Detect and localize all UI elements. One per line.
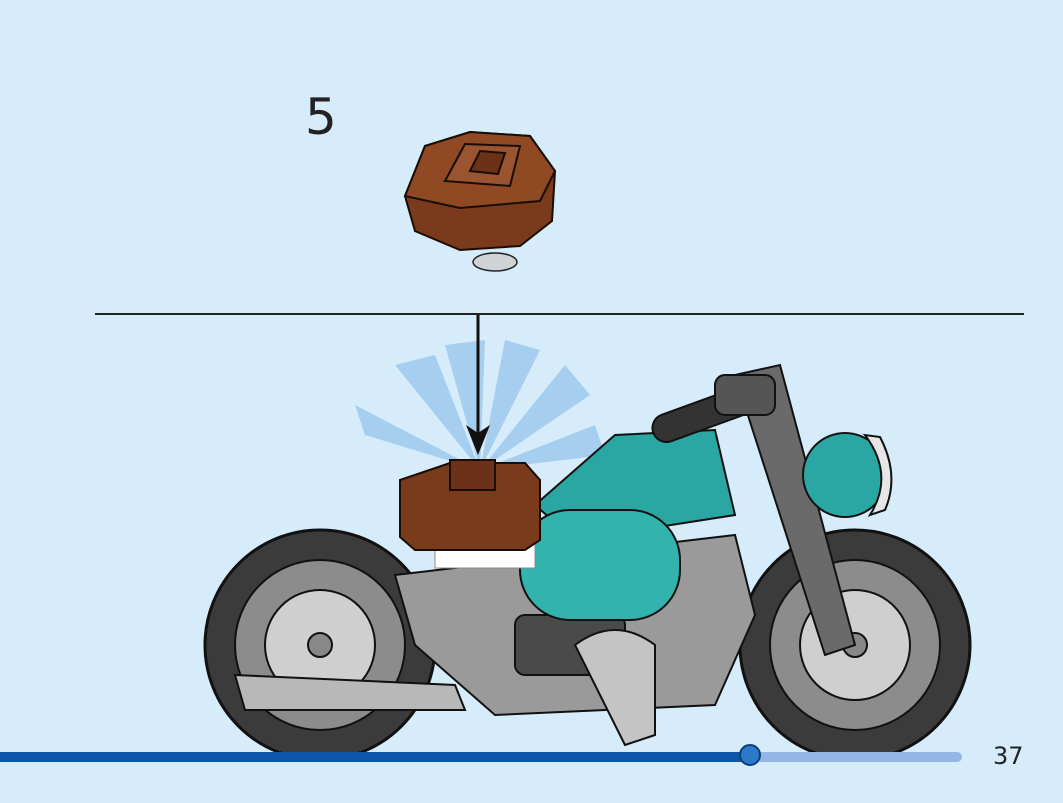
progress-bar-fill: [0, 752, 751, 762]
progress-bar[interactable]: [0, 744, 962, 766]
placed-brown-brick: [399, 459, 541, 569]
highlight-burst: [355, 340, 605, 470]
new-part-brown-brick: [403, 130, 557, 272]
brick-clip: [468, 149, 507, 176]
teal-headlight: [802, 432, 893, 518]
motorcycle-assembly: [203, 315, 972, 755]
brick-stud-bottom: [472, 252, 518, 272]
page-number: 37: [993, 742, 1024, 770]
insertion-arrow: [466, 315, 490, 455]
progress-bar-knob[interactable]: [739, 744, 762, 766]
front-fork: [651, 363, 857, 657]
step-divider-line: [95, 313, 1024, 315]
teal-fuel-tank: [519, 428, 737, 621]
step-number: 5: [305, 88, 337, 146]
rear-wheel: [203, 528, 437, 755]
